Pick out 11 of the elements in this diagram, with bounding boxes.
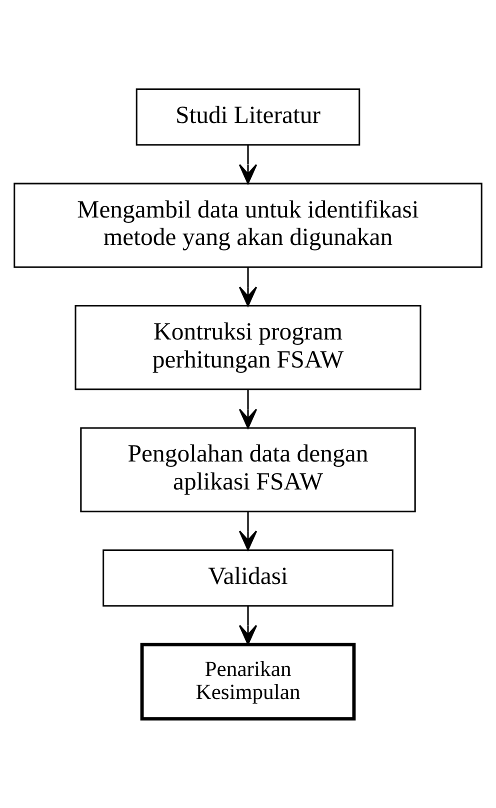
arrow: [238, 512, 258, 550]
node-box: Penarikan Kesimpulan: [140, 642, 356, 721]
arrow: [238, 267, 258, 306]
node-box: Studi Literatur: [136, 88, 360, 146]
node-box: Validasi: [102, 549, 394, 607]
arrow: [238, 145, 258, 184]
arrow: [238, 389, 258, 429]
node-box: Mengambil data untuk identifikasi metode yang akan digunakan: [14, 182, 482, 268]
arrow: [238, 606, 258, 645]
node-box: Pengolahan data dengan aplikasi FSAW: [80, 427, 416, 512]
node-box: Kontruksi program perhitungan FSAW: [74, 305, 422, 390]
